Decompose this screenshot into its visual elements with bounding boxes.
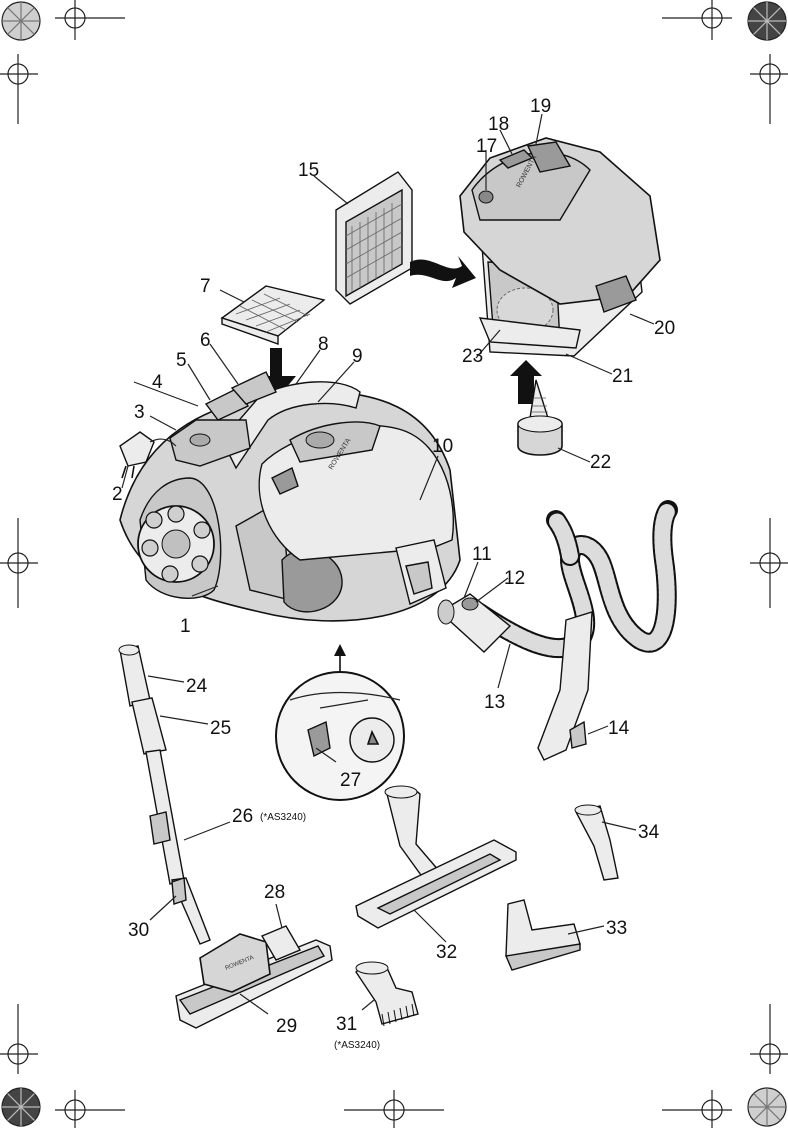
callout-20: 20 (654, 318, 675, 339)
callout-18: 18 (488, 114, 509, 135)
color-wheel-bottom-left (2, 1088, 40, 1126)
callout-29: 29 (276, 1016, 297, 1037)
callout-10: 10 (432, 436, 453, 457)
callout-25: 25 (210, 718, 231, 739)
dusting-brush-illustration (356, 962, 418, 1026)
color-wheel-top-right (748, 2, 786, 40)
crosshair-right-bottom (750, 1004, 788, 1074)
crosshair-top-right (662, 0, 732, 40)
callout-2: 2 (112, 484, 123, 505)
crosshair-right-mid (750, 518, 788, 608)
callout-19: 19 (530, 96, 551, 117)
callout-14: 14 (608, 718, 630, 739)
color-wheel-bottom-right (748, 1088, 786, 1126)
dust-container-illustration: ROWENTA (460, 138, 660, 356)
vacuum-body-illustration: ROWENTA (120, 372, 460, 621)
model-note-31: (*AS3240) (334, 1040, 380, 1051)
callout-24: 24 (186, 676, 208, 697)
crosshair-right-top (750, 54, 788, 124)
suction-control-12 (462, 598, 478, 610)
callout-28: 28 (264, 882, 285, 903)
color-wheel-top-left (2, 2, 40, 40)
callout-5: 5 (176, 350, 187, 371)
callout-31: 31 (336, 1014, 357, 1035)
callout-3: 3 (134, 402, 145, 423)
callout-23: 23 (462, 346, 483, 367)
release-button-17 (479, 191, 493, 203)
callout-15: 15 (298, 160, 319, 181)
crosshair-bottom-center (344, 1090, 444, 1128)
callout-6: 6 (200, 330, 211, 351)
crosshair-left-bottom (0, 1004, 38, 1074)
callout-27: 27 (340, 770, 361, 791)
parquet-nozzle-illustration (356, 786, 516, 928)
callout-12: 12 (504, 568, 525, 589)
callout-34: 34 (638, 822, 660, 843)
callout-21: 21 (612, 366, 633, 387)
callout-7: 7 (200, 276, 211, 297)
callout-26: 26 (232, 806, 253, 827)
callout-30: 30 (128, 920, 149, 941)
callout-4: 4 (152, 372, 163, 393)
upholstery-nozzle-illustration (506, 900, 580, 970)
motor-filter-illustration (222, 286, 324, 344)
crosshair-bottom-left (55, 1090, 125, 1128)
crevice-tool-illustration (575, 805, 618, 880)
crosshair-left-mid (0, 518, 38, 608)
insert-arrow (410, 256, 476, 288)
callout-13: 13 (484, 692, 505, 713)
callout-11: 11 (472, 544, 492, 565)
callout-8: 8 (318, 334, 329, 355)
callout-9: 9 (352, 346, 363, 367)
callout-17: 17 (476, 136, 497, 157)
crosshair-left-top (0, 54, 38, 124)
callout-22: 22 (590, 452, 611, 473)
callout-32: 32 (436, 942, 457, 963)
crosshair-bottom-right (662, 1090, 732, 1128)
crosshair-top-left (55, 0, 125, 40)
model-note-26: (*AS3240) (260, 812, 306, 823)
callout-33: 33 (606, 918, 627, 939)
exhaust-filter-illustration (336, 172, 412, 304)
callout-1: 1 (180, 616, 191, 637)
